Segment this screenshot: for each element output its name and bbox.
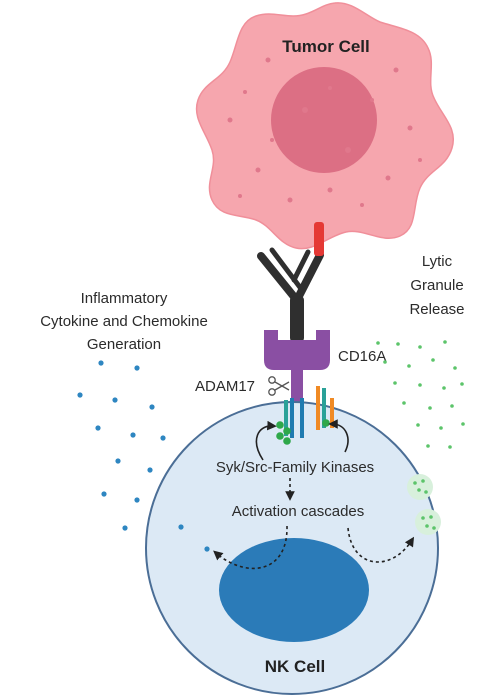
antibody [257, 222, 324, 342]
nk-cell-label: NK Cell [265, 657, 325, 676]
nk-cell-nucleus [219, 538, 369, 642]
adam17-label: ADAM17 [195, 378, 255, 395]
antibody-right-arm [294, 251, 324, 302]
arrow-activation-to-cytokines [213, 525, 288, 570]
cd16a-cup [264, 330, 330, 402]
antibody-left-arm-inner [269, 247, 305, 293]
cytokine-dots-inside [178, 524, 210, 552]
arrow-left-to-chain [255, 420, 277, 461]
granule-vesicle-2 [415, 509, 441, 535]
inflammatory-label-line-1: Inflammatory [81, 290, 168, 307]
antibody-fc-stem [290, 296, 304, 342]
kinase-dots [276, 419, 330, 445]
granule-vesicle-1 [407, 474, 433, 500]
inflammatory-label-line-3: Generation [87, 336, 161, 353]
granule-dots [376, 340, 465, 449]
cd16a-receptor: CD16A [264, 330, 386, 402]
scissors-icon [268, 376, 290, 396]
activation-label: Activation cascades [232, 503, 365, 520]
kinases-label: Syk/Src-Family Kinases [216, 459, 374, 476]
lytic-label-line-2: Granule [410, 277, 463, 294]
tumor-cell: Tumor Cell [195, 2, 455, 250]
antibody-binding-tip [314, 222, 324, 256]
cd16a-label: CD16A [338, 348, 386, 365]
arrow-right-to-chain [328, 419, 349, 453]
signaling-chains [284, 386, 334, 438]
tumor-cell-label: Tumor Cell [282, 37, 370, 56]
nk-cell: NK Cell Syk/Src-Family Kinases Activatio… [145, 386, 441, 695]
antibody-left-arm [257, 252, 299, 302]
lytic-label-line-3: Release [409, 301, 464, 318]
arrow-activation-to-granules [347, 527, 415, 563]
tumor-speckles [227, 46, 422, 207]
inflammatory-label-line-2: Cytokine and Chemokine [40, 313, 208, 330]
antibody-right-arm-inner [291, 249, 311, 283]
lytic-label-line-1: Lytic [422, 253, 453, 270]
tumor-nucleus [271, 67, 377, 173]
